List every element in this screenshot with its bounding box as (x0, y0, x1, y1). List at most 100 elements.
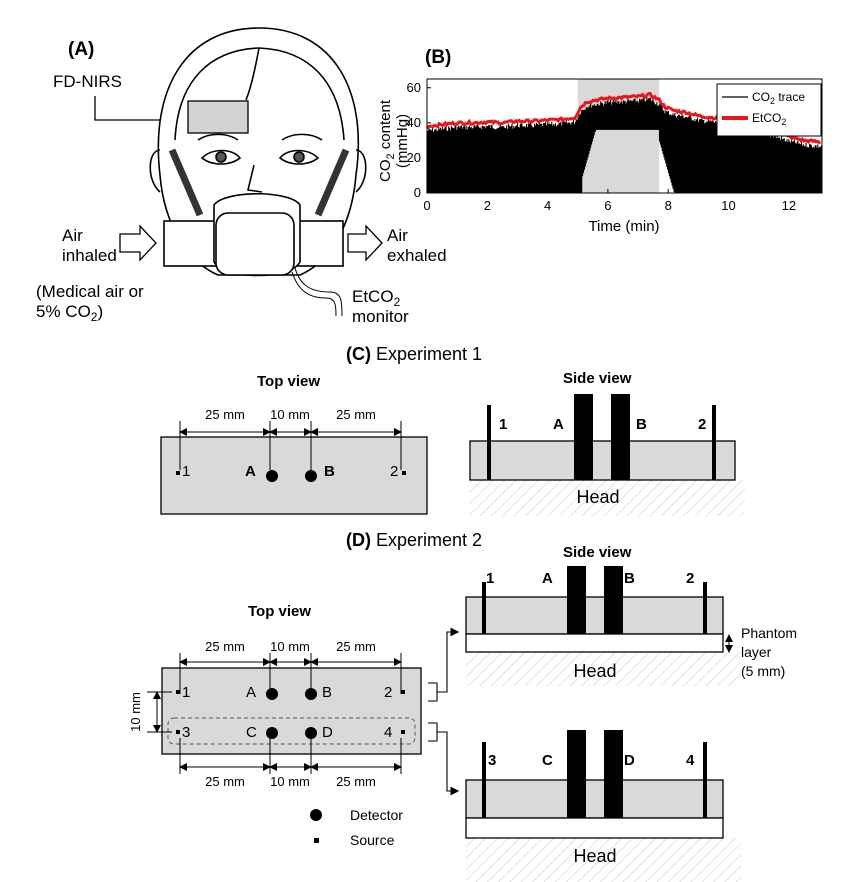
c-dim-left: 25 mm (205, 407, 245, 422)
fdnirs-probe (187, 100, 249, 134)
d-lower-white-layer (465, 817, 724, 839)
d-detector-c-label: C (246, 724, 257, 741)
d-upper-label-a: A (542, 570, 553, 587)
chart-xtick-label: 10 (721, 198, 735, 213)
c-side-label-1: 1 (499, 416, 507, 433)
d-lower-probe-c (567, 730, 586, 818)
d-top-probe-block (161, 667, 422, 755)
air-inhaled-line2: inhaled (62, 246, 117, 265)
c-source-1-label: 1 (182, 463, 190, 480)
mask-filter (215, 212, 295, 276)
phantom-label-1: Phantom (741, 625, 797, 641)
d-dimension-lines (147, 653, 402, 774)
air-inhaled-line4: 5% CO2) (36, 302, 103, 324)
d-lower-probe-d (604, 730, 623, 818)
d-lower-label-c: C (542, 752, 553, 769)
chart-xtick-label: 8 (665, 198, 672, 213)
c-detector-b-label: B (324, 463, 335, 480)
d-dim-bottom-left: 25 mm (205, 774, 245, 789)
strap-right (314, 148, 350, 217)
chart-ytick-label: 0 (414, 185, 421, 200)
panel-a: (A) FD-NIRS Air (36, 27, 447, 326)
d-dashed-region (167, 717, 416, 745)
c-source-2 (402, 471, 406, 475)
monitor-tube-2 (291, 271, 337, 317)
ear-left (149, 149, 161, 193)
d-source-4 (401, 730, 405, 734)
legend-trace-label: CO2 trace (752, 90, 805, 106)
c-side-probe-1 (487, 405, 491, 480)
d-detector-d (305, 727, 317, 739)
c-source-1 (176, 471, 180, 475)
chart-ylabel: CO2 content (mmHg) (377, 99, 411, 182)
d-dim-vertical: 10 mm (128, 692, 143, 732)
legend-detector-marker (310, 809, 322, 821)
eyebrow-right (281, 133, 323, 141)
d-lower-label-3: 3 (488, 752, 496, 769)
d-upper-probe-a (567, 566, 586, 634)
d-source-2-label: 2 (384, 684, 392, 701)
legend-source-marker (314, 838, 319, 843)
c-source-2-label: 2 (390, 463, 398, 480)
eye-right (278, 149, 320, 165)
air-exhaled-line1: Air (387, 226, 408, 245)
phantom-label-2: layer (741, 644, 772, 660)
chart-ytick-label: 60 (407, 80, 421, 95)
d-dim-bottom-right: 25 mm (336, 774, 376, 789)
pupil-right (293, 151, 305, 163)
nose (247, 164, 263, 193)
d-detector-d-label: D (322, 724, 333, 741)
d-source-3 (176, 730, 180, 734)
d-upper-probe-1 (482, 582, 486, 634)
inlet-tube (163, 220, 223, 267)
d-source-1-label: 1 (182, 684, 190, 701)
panel-c-title: (C) Experiment 1 (346, 344, 482, 364)
air-exhaled-line2: exhaled (387, 246, 447, 265)
d-detector-c (266, 727, 278, 739)
c-side-label-2: 2 (698, 416, 706, 433)
fdnirs-label: FD-NIRS (53, 72, 122, 91)
c-detector-b (305, 470, 317, 482)
c-side-probe-b (611, 394, 630, 480)
d-dim-top-left: 25 mm (205, 639, 245, 654)
d-upper-phantom-layer (465, 633, 724, 653)
d-lower-label-d: D (624, 752, 635, 769)
panel-a-label: (A) (68, 39, 94, 60)
head-drawing (149, 27, 367, 276)
d-detector-a-label: A (246, 684, 256, 701)
d-upper-tissue-block (465, 596, 724, 635)
chart-ytick-label: 40 (407, 115, 421, 130)
chart-xtick-label: 0 (423, 198, 430, 213)
d-upper-label-1: 1 (486, 570, 494, 587)
c-dimension-lines (179, 421, 402, 470)
monitor-line1: EtCO2 (352, 287, 401, 309)
chart-axes-box (426, 78, 823, 194)
d-detector-a (266, 688, 278, 700)
inhale-arrow (119, 224, 157, 262)
air-inhaled-line1: Air (62, 226, 83, 245)
panel-d: (D) Experiment 2 Side view Top view (128, 530, 797, 882)
svg-text:CO2 content: CO2 content (377, 99, 397, 182)
d-upper-label-2: 2 (686, 570, 694, 587)
legend-detector-label: Detector (350, 807, 403, 823)
d-dim-top-mid: 10 mm (270, 639, 310, 654)
chart-xtick-label: 2 (484, 198, 491, 213)
d-lower-head-hatch (466, 838, 741, 882)
d-upper-probe-2 (703, 582, 707, 634)
d-top-view-label: Top view (248, 603, 311, 620)
strap-left (168, 148, 204, 217)
c-side-label-b: B (636, 416, 647, 433)
chart-xtick-label: 12 (782, 198, 796, 213)
d-source-3-label: 3 (182, 724, 190, 741)
d-detector-b (305, 688, 317, 700)
monitor-tube (294, 267, 343, 317)
phantom-label-3: (5 mm) (741, 663, 785, 679)
d-lower-tissue-block (465, 779, 724, 819)
d-lower-probe-4 (703, 742, 707, 818)
d-dim-top-right: 25 mm (336, 639, 376, 654)
d-source-4-label: 4 (384, 724, 392, 741)
c-side-probe-2 (712, 405, 716, 480)
c-detector-a-label: A (245, 463, 256, 480)
